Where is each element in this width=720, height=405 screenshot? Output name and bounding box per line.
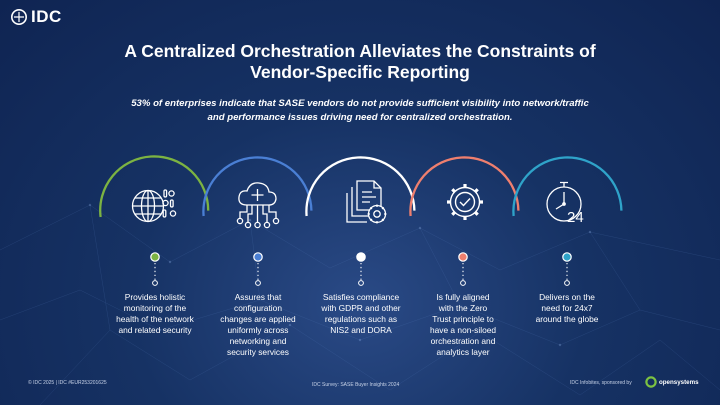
feature-ring-1	[99, 155, 210, 286]
clock-24-label: 24	[567, 209, 584, 226]
feature-description-line: uniformly across	[227, 325, 289, 335]
cloud-network-icon	[236, 182, 280, 229]
feature-description-line: Is fully aligned	[436, 292, 490, 302]
footer-source: IDC Survey: SASE Buyer Insights 2024	[312, 382, 400, 388]
idc-logo: IDC	[10, 7, 62, 27]
footer-copyright: © IDC 2025 | IDC #EUR253201625	[28, 380, 107, 386]
feature-description-line: analytics layer	[436, 347, 490, 357]
clock-24-icon	[546, 181, 582, 222]
feature-description-line: and related security	[118, 325, 192, 335]
globe-data-icon	[131, 189, 177, 223]
feature-description-line: around the globe	[535, 314, 599, 324]
feature-description-line: monitoring of the	[123, 303, 187, 313]
opensystems-logo-icon	[645, 376, 657, 388]
feature-description-line: with GDPR and other	[321, 303, 401, 313]
documents-gear-icon	[346, 180, 387, 224]
page-subtitle-line: and performance issues driving need for …	[207, 112, 513, 123]
feature-description-line: health of the network	[116, 314, 194, 324]
idc-logo-mark-icon	[11, 9, 27, 25]
page-title: A Centralized Orchestration Alleviates t…	[60, 41, 660, 83]
sponsor-logo: opensystems	[645, 376, 699, 388]
feature-description-line: Provides holistic	[124, 292, 186, 302]
feature-ring-4	[409, 156, 520, 286]
feature-description-line: Trust principle to	[432, 314, 494, 324]
page-subtitle-line: 53% of enterprises indicate that SASE ve…	[131, 98, 589, 109]
feature-description-line: networking and	[229, 336, 287, 346]
feature-description-3: Satisfies compliance with GDPR and other…	[313, 292, 409, 336]
feature-description-2: Assures that configuration changes are a…	[210, 292, 306, 358]
feature-ring-5: 24	[512, 156, 623, 286]
feature-description-line: need for 24x7	[541, 303, 593, 313]
feature-description-line: Delivers on the	[539, 292, 595, 302]
gear-check-icon	[447, 184, 483, 220]
feature-description-4: Is fully aligned with the Zero Trust pri…	[415, 292, 511, 358]
feature-description-line: configuration	[234, 303, 282, 313]
feature-description-line: NIS2 and DORA	[330, 325, 392, 335]
feature-ring-2	[202, 156, 313, 286]
footer-credit: IDC Infobites, sponsored by	[570, 380, 632, 386]
feature-description-1: Provides holistic monitoring of the heal…	[107, 292, 203, 336]
feature-description-line: regulations such as	[324, 314, 398, 324]
page-title-line: Vendor-Specific Reporting	[250, 62, 470, 82]
page-subtitle: 53% of enterprises indicate that SASE ve…	[60, 97, 660, 125]
feature-description-5: Delivers on the need for 24x7 around the…	[519, 292, 615, 325]
page-title-line: A Centralized Orchestration Alleviates t…	[124, 41, 596, 61]
sponsor-name: opensystems	[659, 378, 699, 386]
feature-description-line: have a non-siloed	[429, 325, 497, 335]
feature-description-line: Assures that	[234, 292, 282, 302]
feature-description-line: changes are applied	[220, 314, 296, 324]
feature-description-line: with the Zero	[438, 303, 488, 313]
feature-description-line: Satisfies compliance	[322, 292, 400, 302]
feature-ring-3	[305, 156, 416, 286]
feature-description-line: orchestration and	[430, 336, 496, 346]
logo-text: IDC	[31, 7, 62, 26]
feature-description-line: security services	[227, 347, 289, 357]
